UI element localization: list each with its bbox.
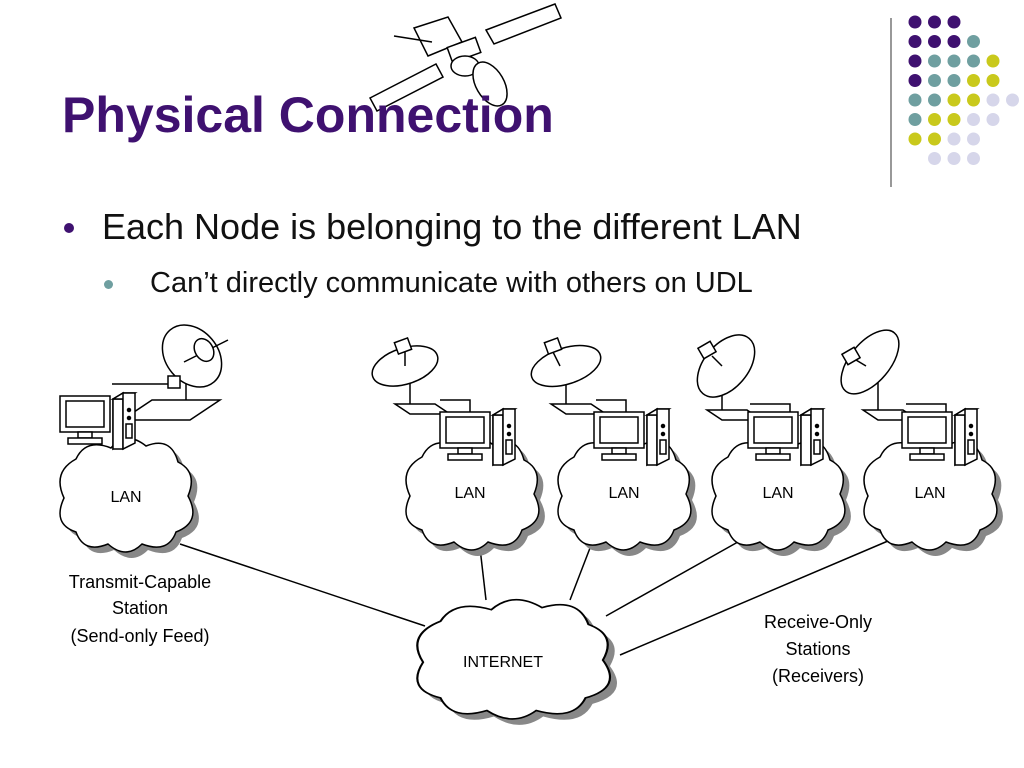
dish-antenna-icon — [112, 324, 229, 421]
lan-label: LAN — [110, 489, 141, 506]
satellite-icon — [368, 3, 562, 113]
lan-label: LAN — [914, 485, 945, 502]
internet-label: INTERNET — [463, 654, 543, 671]
decorative-dot — [908, 113, 922, 126]
decorative-dot — [947, 35, 961, 48]
computer-icon — [59, 392, 136, 450]
decorative-dot — [947, 152, 961, 165]
decorative-dot — [986, 113, 1000, 126]
transmit-station-line2: Station — [112, 598, 168, 618]
lan-label: LAN — [608, 485, 639, 502]
link-lan3-internet — [569, 547, 591, 601]
decorative-dot-grid — [890, 15, 1019, 187]
transmit-station-line3: (Send-only Feed) — [70, 626, 209, 646]
link-lan5-internet — [619, 537, 896, 656]
decorative-dot — [967, 93, 980, 107]
decorative-dot — [928, 93, 941, 107]
decorative-dot — [967, 54, 980, 68]
sub-bullet-text: Can’t directly communicate with others o… — [150, 267, 753, 299]
decorative-dot — [928, 15, 941, 29]
decorative-dot — [986, 74, 1000, 87]
lan-label: LAN — [762, 485, 793, 502]
decorative-dot — [986, 54, 1000, 68]
decorative-dot — [947, 132, 961, 146]
dish-antenna-icon — [840, 329, 919, 421]
receive-stations-line2: Stations — [785, 639, 850, 659]
decorative-dot — [908, 93, 922, 107]
decorative-dot — [967, 35, 980, 48]
link-lan1-internet — [179, 543, 426, 627]
decorative-dot — [928, 132, 941, 146]
link-lan4-internet — [605, 537, 746, 617]
decorative-dot — [908, 74, 922, 87]
decorative-dot — [986, 93, 1000, 107]
dish-antenna-icon — [371, 337, 451, 415]
decorative-dot — [928, 113, 941, 126]
decorative-dot — [947, 93, 961, 107]
decorative-dot — [947, 113, 961, 126]
decorative-dot — [928, 152, 941, 165]
dish-antenna-icon — [696, 334, 763, 421]
computer-icon — [439, 408, 516, 466]
computer-icon — [901, 408, 978, 466]
decorative-dot — [947, 74, 961, 87]
receive-stations-line1: Receive-Only — [764, 612, 872, 632]
decorative-dot — [908, 35, 922, 48]
decorative-dot — [928, 74, 941, 87]
decorative-dot — [967, 152, 980, 165]
link-lan2-internet — [479, 547, 487, 601]
page-title: Physical Connection — [62, 87, 554, 143]
decorative-dot — [947, 54, 961, 68]
decorative-dot — [947, 15, 961, 29]
receive-stations-line3: (Receivers) — [772, 666, 864, 686]
decorative-dot — [967, 132, 980, 146]
computer-icon — [593, 408, 670, 466]
dish-antenna-icon — [530, 337, 607, 415]
decorative-dot — [908, 15, 922, 29]
bullet-text: Each Node is belonging to the different … — [102, 206, 802, 247]
decorative-dot — [928, 54, 941, 68]
decorative-dot — [967, 74, 980, 87]
sub-bullet-dot-icon — [104, 280, 113, 289]
computer-icon — [747, 408, 824, 466]
bullet-dot-icon — [64, 223, 74, 233]
decorative-dot — [967, 113, 980, 126]
lan-label: LAN — [454, 485, 485, 502]
decorative-dot — [908, 54, 922, 68]
decorative-dot — [908, 132, 922, 146]
decorative-dot — [1006, 93, 1019, 107]
transmit-station-line1: Transmit-Capable — [69, 572, 211, 592]
decorative-dot — [928, 35, 941, 48]
